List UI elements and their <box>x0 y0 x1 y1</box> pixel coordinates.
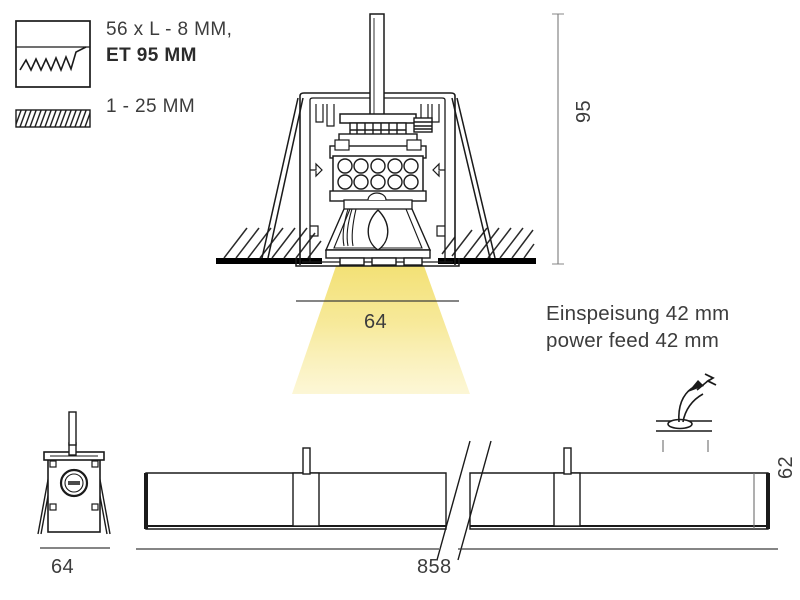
cutout-depth-line: ET 95 MM <box>106 45 197 67</box>
end-view <box>37 411 111 535</box>
elevation-view <box>144 440 770 561</box>
legend-item-cutout: 56 x L - 8 MM, ET 95 MM <box>14 18 274 84</box>
ceiling-slab <box>216 227 536 264</box>
legend-cutout-text: 56 x L - 8 MM, ET 95 MM <box>106 18 232 67</box>
dimension-label-64-aperture: 64 <box>364 311 388 333</box>
cable-entry-arrow-icon <box>656 373 717 452</box>
dimension-label-95: 95 <box>573 99 595 123</box>
legend: 56 x L - 8 MM, ET 95 MM 1 - 25 MM <box>14 18 274 118</box>
reflector-assembly <box>324 208 432 266</box>
light-beam-cone <box>292 266 470 394</box>
suspension-stem <box>339 13 417 124</box>
dimension-line-95 <box>552 13 564 265</box>
dimension-label-858: 858 <box>417 556 452 578</box>
power-feed-note-en: power feed 42 mm <box>546 328 719 352</box>
ceiling-thickness-hatch-icon <box>15 109 91 128</box>
dimension-label-62: 62 <box>775 455 797 479</box>
luminaire-housing <box>295 92 460 267</box>
power-feed-note-de: Einspeisung 42 mm <box>546 302 730 325</box>
cutout-dimension-line: 56 x L - 8 MM, <box>106 19 233 40</box>
ceiling-cutout-icon <box>15 20 91 88</box>
dimension-label-64-end-view: 64 <box>51 556 75 578</box>
power-feed-note: Einspeisung 42 mm power feed 42 mm <box>546 301 729 354</box>
ceiling-thickness-text: 1 - 25 MM <box>106 96 196 117</box>
legend-item-thickness: 1 - 25 MM <box>14 96 274 118</box>
terminal-block-assembly <box>329 133 427 210</box>
mounting-spring-clips <box>261 97 496 259</box>
